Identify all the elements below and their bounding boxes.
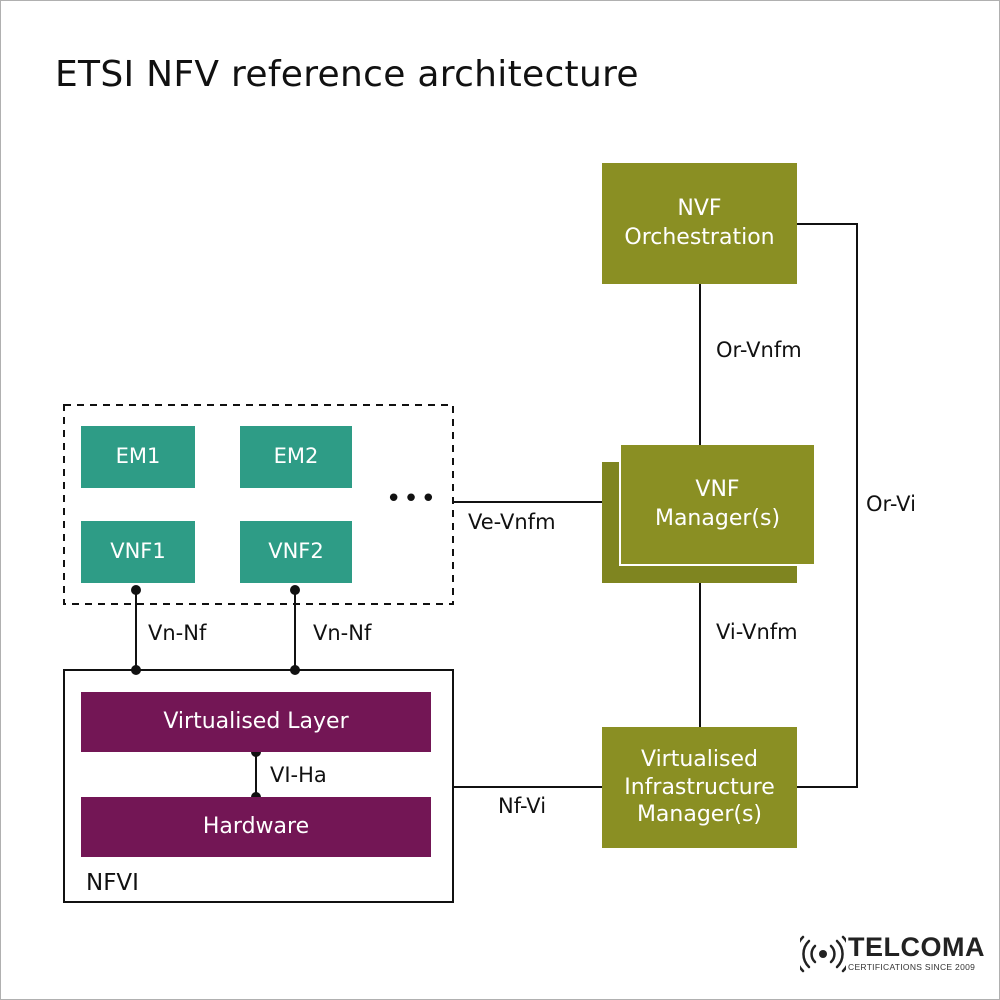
hardware-box: Hardware [81, 797, 431, 857]
vn-nf-dot-2-top [290, 585, 300, 595]
vnf-group-boundary [63, 404, 454, 605]
em1-box: EM1 [81, 426, 195, 488]
nfvi-boundary [63, 669, 454, 903]
nf-vi-label: Nf-Vi [498, 794, 547, 818]
or-vi-line [797, 223, 858, 788]
vnf1-box: VNF1 [81, 521, 195, 583]
logo-tagline: CERTIFICATIONS SINCE 2009 [848, 962, 976, 972]
or-vi-label: Or-Vi [866, 492, 916, 516]
vnf2-box: VNF2 [240, 521, 352, 583]
vnf-manager-box: VNF Manager(s) [619, 445, 814, 566]
logo-name: TELCOMA [848, 932, 985, 962]
or-vnfm-label: Or-Vnfm [716, 338, 802, 362]
nfv-orchestration-box: NVF Orchestration [602, 163, 797, 284]
nfvi-label: NFVI [86, 870, 139, 896]
vn-nf-dot-1-top [131, 585, 141, 595]
vn-nf-label-2: Vn-Nf [313, 621, 372, 645]
vi-vnfm-label: Vi-Vnfm [716, 620, 798, 644]
signal-icon [800, 935, 846, 973]
vn-nf-dot-2-bottom [290, 665, 300, 675]
vn-nf-label-1: Vn-Nf [148, 621, 207, 645]
vim-box: Virtualised Infrastructure Manager(s) [602, 727, 797, 848]
more-vnfs-ellipsis: ••• [386, 484, 439, 514]
virtualised-layer-box: Virtualised Layer [81, 692, 431, 752]
telcoma-logo: TELCOMA CERTIFICATIONS SINCE 2009 [800, 932, 985, 977]
vl-ha-label: VI-Ha [270, 763, 327, 787]
vn-nf-dot-1-bottom [131, 665, 141, 675]
em2-box: EM2 [240, 426, 352, 488]
page-title: ETSI NFV reference architecture [55, 54, 639, 95]
ve-vnfm-label: Ve-Vnfm [468, 510, 556, 534]
